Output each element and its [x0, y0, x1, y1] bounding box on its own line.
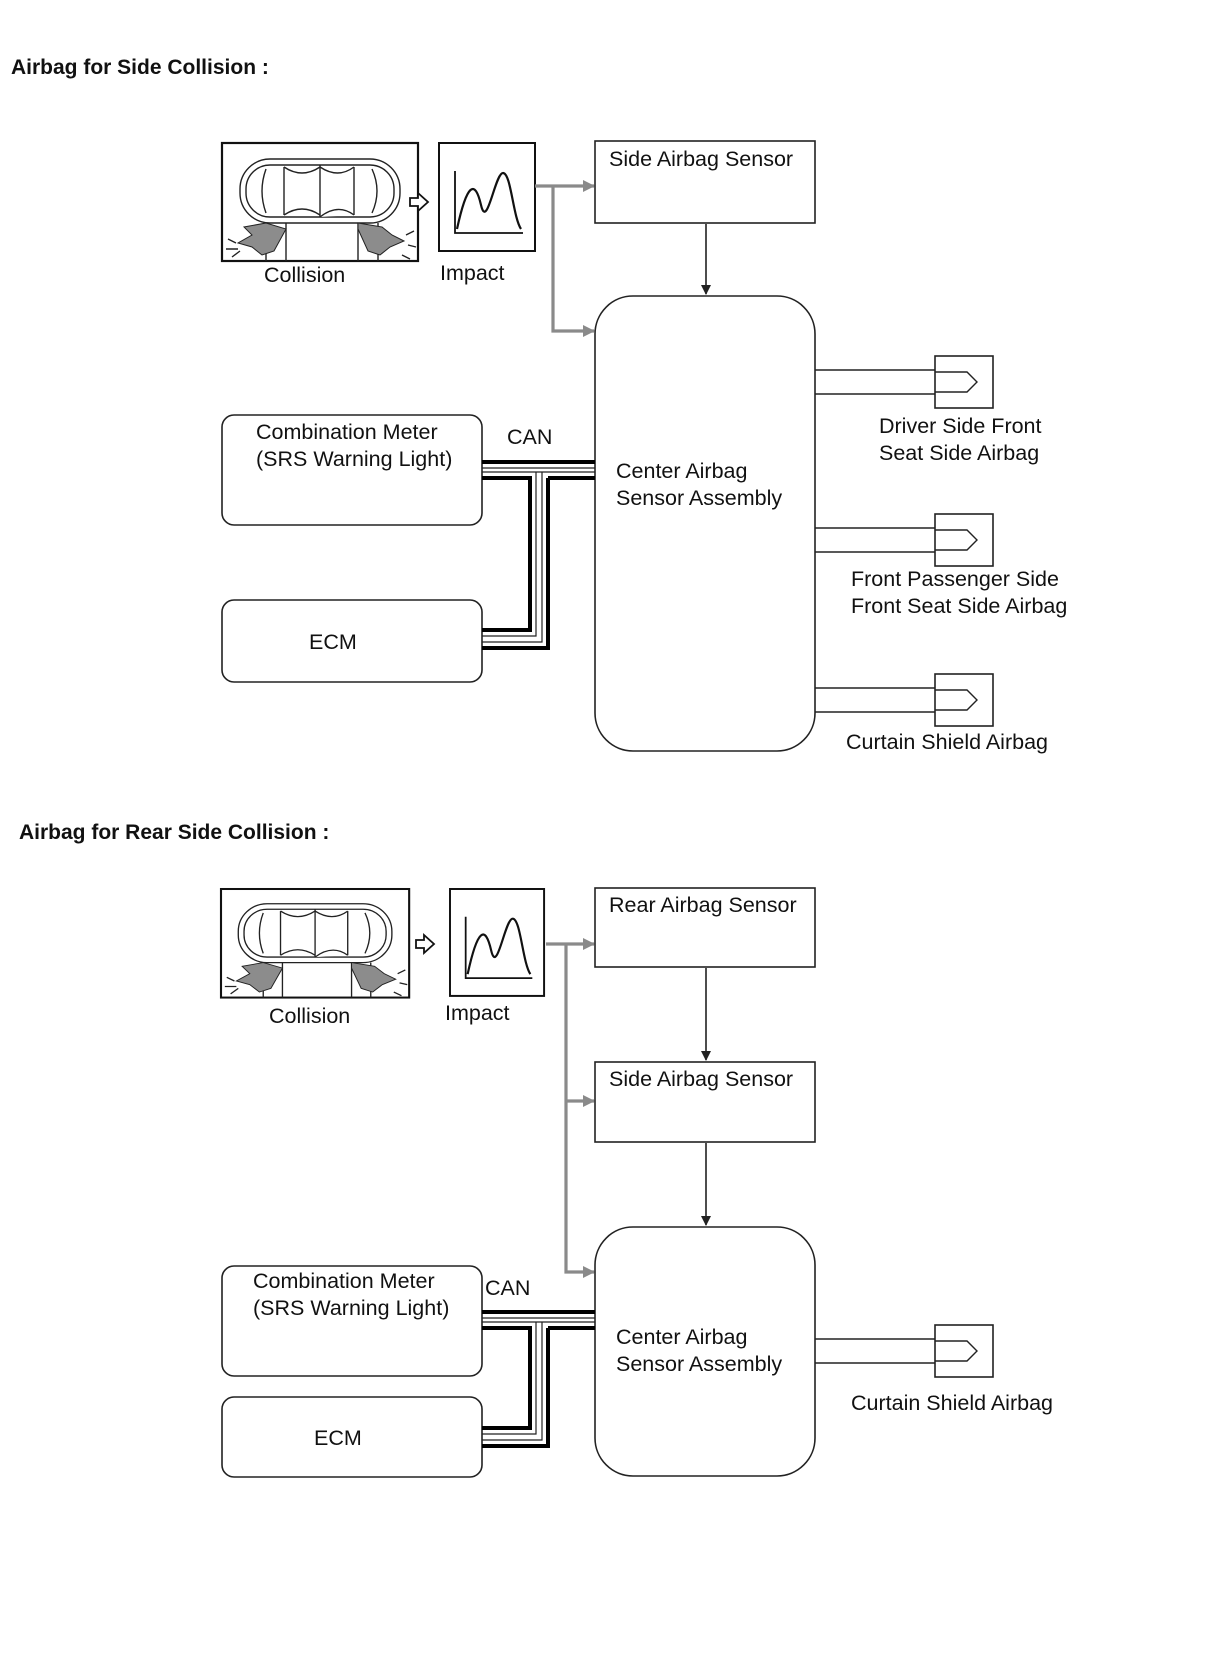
meter-label-line2: (SRS Warning Light)	[256, 447, 452, 471]
ecm-box: ECM	[221, 599, 483, 683]
section-heading: Airbag for Side Collision :	[11, 56, 269, 79]
ecm-label: ECM	[309, 630, 357, 654]
sensor-label: Side Airbag Sensor	[609, 147, 793, 171]
section-side-collision: Airbag for Side Collision : Collision Im…	[11, 56, 1067, 754]
collision-label: Collision	[264, 263, 345, 287]
car-side-crash-icon	[220, 141, 420, 263]
airbag-squib-icon	[934, 673, 994, 727]
output-label: Curtain Shield Airbag	[851, 1391, 1053, 1415]
can-bus-lines	[482, 1310, 595, 1448]
impact-label: Impact	[440, 261, 505, 285]
output-label-line1: Front Passenger Side	[851, 567, 1059, 591]
output-label-line1: Driver Side Front	[879, 414, 1042, 438]
airbag-squib-icon	[934, 1324, 994, 1378]
output-label: Curtain Shield Airbag	[846, 730, 1048, 754]
center-label-line2: Sensor Assembly	[616, 486, 782, 510]
car-side-crash-icon	[219, 887, 411, 999]
impact-label: Impact	[445, 1001, 510, 1025]
can-bus-lines	[482, 460, 595, 650]
meter-label-line2: (SRS Warning Light)	[253, 1296, 449, 1320]
side-airbag-sensor-box: Side Airbag Sensor	[594, 1061, 816, 1143]
center-airbag-sensor-assembly: Center Airbag Sensor Assembly	[594, 1226, 816, 1477]
impact-waveform-icon	[448, 887, 546, 998]
center-airbag-sensor-assembly: Center Airbag Sensor Assembly	[594, 295, 816, 752]
output-label-line2: Front Seat Side Airbag	[851, 594, 1067, 618]
ecm-box: ECM	[221, 1396, 483, 1478]
impact-signal-lines	[535, 180, 595, 337]
hollow-right-arrow-icon	[415, 934, 435, 954]
output-front-passenger-side-front-seat-side-airbag: Front Passenger Side Front Seat Side Air…	[815, 513, 1067, 618]
section-rear-side-collision: Airbag for Rear Side Collision : Collisi…	[19, 821, 1053, 1478]
meter-label-line1: Combination Meter	[256, 420, 438, 444]
meter-label-line1: Combination Meter	[253, 1269, 435, 1293]
airbag-squib-icon	[934, 513, 994, 567]
center-label-line1: Center Airbag	[616, 1325, 747, 1349]
airbag-squib-icon	[934, 355, 994, 409]
section-heading: Airbag for Rear Side Collision :	[19, 821, 329, 844]
output-driver-side-front-seat-side-airbag: Driver Side Front Seat Side Airbag	[815, 355, 1042, 465]
combination-meter-box: Combination Meter (SRS Warning Light)	[221, 1265, 483, 1377]
can-label: CAN	[485, 1276, 530, 1300]
center-label-line1: Center Airbag	[616, 459, 747, 483]
sensor-label: Side Airbag Sensor	[609, 1067, 793, 1091]
output-label-line2: Seat Side Airbag	[879, 441, 1039, 465]
ecm-label: ECM	[314, 1426, 362, 1450]
side-airbag-sensor-box: Side Airbag Sensor	[594, 140, 816, 224]
impact-signal-lines	[546, 938, 595, 1278]
center-label-line2: Sensor Assembly	[616, 1352, 782, 1376]
can-label: CAN	[507, 425, 552, 449]
impact-waveform-icon	[437, 141, 537, 253]
output-curtain-shield-airbag: Curtain Shield Airbag	[815, 1324, 1053, 1415]
output-curtain-shield-airbag: Curtain Shield Airbag	[815, 673, 1048, 754]
rear-airbag-sensor-box: Rear Airbag Sensor	[594, 887, 816, 968]
sensor-label: Rear Airbag Sensor	[609, 893, 797, 917]
combination-meter-box: Combination Meter (SRS Warning Light)	[221, 414, 483, 526]
collision-label: Collision	[269, 1004, 350, 1028]
